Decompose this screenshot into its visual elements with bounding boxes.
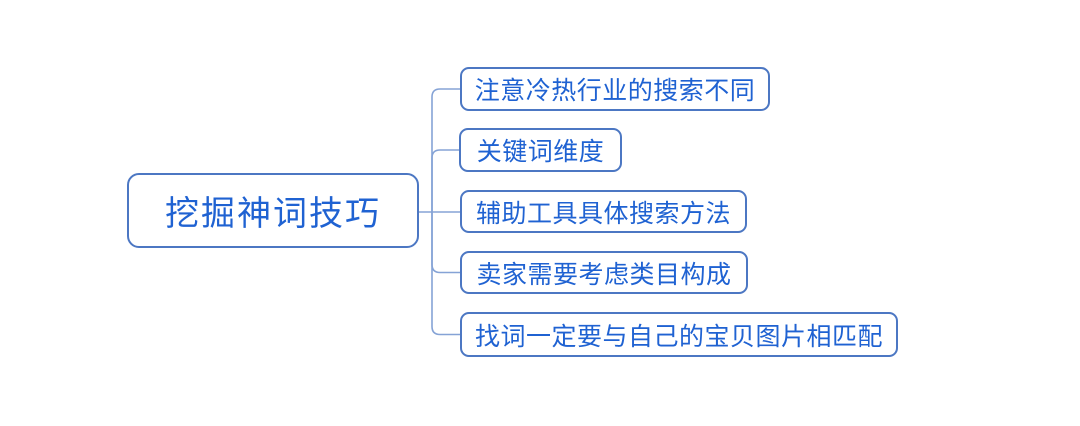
root-topic-label: 挖掘神词技巧 xyxy=(165,196,381,233)
connector-spine-to-child-1 xyxy=(431,88,460,212)
connector-spine-to-child-5 xyxy=(431,212,460,336)
child-topic-node-3[interactable]: 辅助工具具体搜索方法 xyxy=(460,190,747,233)
child-topic-node-5[interactable]: 找词一定要与自己的宝贝图片相匹配 xyxy=(460,312,898,357)
root-topic-node[interactable]: 挖掘神词技巧 xyxy=(127,173,419,248)
connector-spine-to-child-4 xyxy=(431,212,460,274)
child-topic-node-2[interactable]: 关键词维度 xyxy=(459,128,622,172)
child-topic-label: 辅助工具具体搜索方法 xyxy=(475,200,731,228)
child-topic-label: 关键词维度 xyxy=(476,139,605,166)
child-topic-label: 卖家需要考虑类目构成 xyxy=(476,261,732,289)
child-topic-label: 注意冷热行业的搜索不同 xyxy=(474,78,756,105)
connector-spine-to-child-2 xyxy=(431,149,460,212)
child-topic-node-1[interactable]: 注意冷热行业的搜索不同 xyxy=(460,67,770,111)
child-topic-label: 找词一定要与自己的宝贝图片相匹配 xyxy=(474,323,883,351)
child-topic-node-4[interactable]: 卖家需要考虑类目构成 xyxy=(460,251,748,294)
